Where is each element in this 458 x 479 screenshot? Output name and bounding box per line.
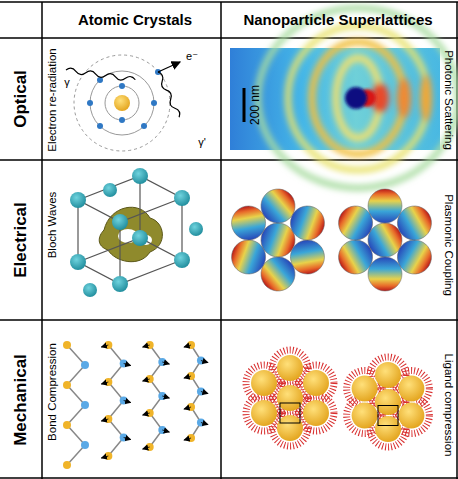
- electron-label: e⁻: [186, 50, 198, 62]
- column-header: Nanoparticle Superlattices: [243, 12, 432, 29]
- side-label: Plasmonic Coupling: [443, 194, 456, 296]
- side-label: Electron re-radiation: [46, 48, 59, 152]
- photon-label: γ: [64, 76, 70, 88]
- photon-label: γ': [198, 136, 206, 148]
- side-label: Ligand compression: [443, 354, 456, 457]
- row-header: Optical: [12, 70, 31, 128]
- side-label: Bond Compression: [46, 343, 59, 441]
- row-header: Electrical: [12, 202, 31, 278]
- column-header: Atomic Crystals: [78, 12, 192, 29]
- side-label: Photonic Scattering: [443, 50, 456, 150]
- row-header: Mechanical: [12, 354, 31, 446]
- side-label: Bloch Waves: [46, 192, 59, 259]
- scale-bar-label: 200 nm: [249, 85, 262, 125]
